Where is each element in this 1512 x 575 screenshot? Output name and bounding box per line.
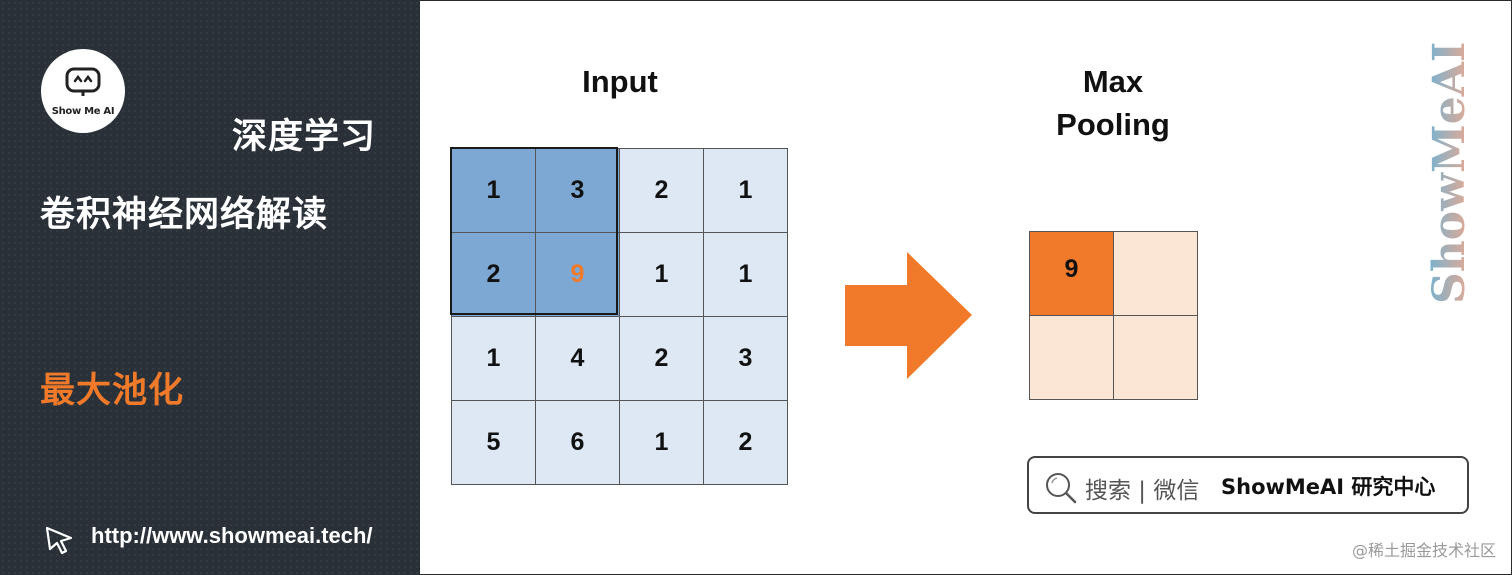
input-cell: 1 — [620, 401, 704, 485]
input-cell: 5 — [452, 401, 536, 485]
logo-text: Show Me AI — [51, 106, 115, 117]
website-link[interactable]: http://www.showmeai.tech/ — [91, 523, 373, 548]
output-cell-max: 9 — [1030, 232, 1114, 316]
sidebar: Show Me AI 深度学习 卷积神经网络解读 最大池化 http://www… — [0, 0, 420, 575]
output-cell — [1114, 316, 1198, 400]
max-pooling-label: Max Pooling — [1013, 60, 1213, 146]
showmeai-logo[interactable]: Show Me AI — [41, 49, 125, 133]
wechat-search-box[interactable]: 搜索 | 微信 ShowMeAI 研究中心 — [1027, 456, 1469, 514]
input-cell-max: 9 — [536, 233, 620, 317]
output-grid: 9 — [1029, 231, 1198, 400]
source-watermark: @稀土掘金技术社区 — [1351, 541, 1496, 560]
search-brand: ShowMeAI 研究中心 — [1221, 475, 1436, 499]
showmeai-watermark: ShowMeAI — [1424, 42, 1475, 304]
input-grid: 1 3 2 1 2 9 1 1 1 4 2 3 5 6 1 2 — [451, 148, 788, 485]
max-pooling-label-line1: Max — [1082, 64, 1144, 99]
output-cell — [1114, 232, 1198, 316]
input-label: Input — [582, 64, 658, 99]
course-title: 深度学习 — [231, 117, 376, 157]
pooling-window — [450, 147, 618, 315]
input-cell: 1 — [704, 233, 788, 317]
input-cell: 1 — [620, 233, 704, 317]
search-icon — [1046, 473, 1077, 504]
max-pooling-label-line2: Pooling — [1056, 107, 1170, 142]
arrow-right-icon — [845, 252, 972, 379]
input-cell: 3 — [536, 149, 620, 233]
input-cell: 1 — [704, 149, 788, 233]
search-hint: 搜索 | 微信 — [1085, 478, 1200, 504]
input-cell: 2 — [620, 149, 704, 233]
robot-icon — [65, 67, 101, 96]
watermark-text: ShowMeAI — [1424, 42, 1475, 304]
output-cell — [1030, 316, 1114, 400]
input-cell: 2 — [620, 317, 704, 401]
input-cell: 4 — [536, 317, 620, 401]
input-cell: 1 — [452, 149, 536, 233]
chapter-title: 卷积神经网络解读 — [40, 195, 329, 235]
input-cell: 2 — [704, 401, 788, 485]
section-title: 最大池化 — [40, 371, 185, 411]
input-cell: 6 — [536, 401, 620, 485]
input-cell: 3 — [704, 317, 788, 401]
input-cell: 1 — [452, 317, 536, 401]
input-cell: 2 — [452, 233, 536, 317]
cursor-click-icon — [45, 526, 73, 555]
